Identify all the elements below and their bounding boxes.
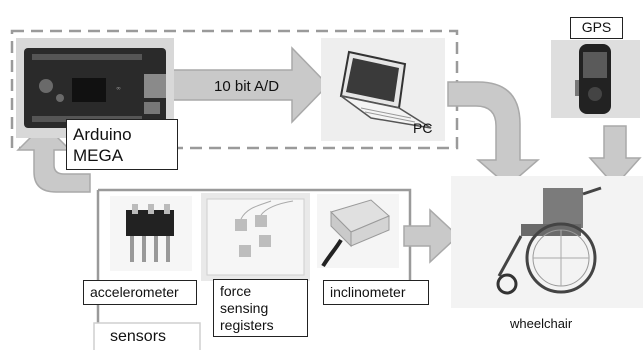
inclinometer-image bbox=[317, 194, 399, 268]
accelerometer-label: accelerometer bbox=[83, 280, 197, 305]
accelerometer-image bbox=[110, 196, 192, 271]
sensors-caption: sensors bbox=[110, 328, 167, 345]
force-sensor-label-line3: registers bbox=[220, 317, 274, 333]
pc-image bbox=[321, 38, 445, 141]
ad-conversion-label: 10 bit A/D bbox=[214, 78, 280, 95]
arrow-ad bbox=[171, 46, 330, 124]
sensors-caption-box bbox=[93, 322, 201, 350]
pc-label: PC bbox=[413, 120, 433, 136]
wheelchair-image bbox=[451, 176, 643, 308]
force-sensor-image bbox=[201, 193, 310, 281]
gps-label: GPS bbox=[570, 17, 623, 39]
arduino-label: Arduino MEGA bbox=[66, 119, 178, 170]
arduino-label-line1: Arduino bbox=[73, 125, 132, 144]
force-sensor-label: force sensing registers bbox=[213, 279, 308, 337]
arrow-gps-to-wheelchair bbox=[588, 125, 642, 188]
force-sensor-label-line2: sensing bbox=[220, 300, 269, 316]
svg-text:∞: ∞ bbox=[116, 85, 121, 92]
gps-image bbox=[551, 40, 640, 118]
inclinometer-label: inclinometer bbox=[323, 280, 429, 305]
arrow-pc-to-wheelchair bbox=[447, 81, 541, 187]
arrow-sensors-to-wheelchair bbox=[403, 208, 460, 264]
force-sensor-label-line1: force bbox=[220, 283, 252, 299]
arduino-label-line2: MEGA bbox=[73, 146, 124, 165]
wheelchair-label: wheelchair bbox=[510, 316, 573, 331]
